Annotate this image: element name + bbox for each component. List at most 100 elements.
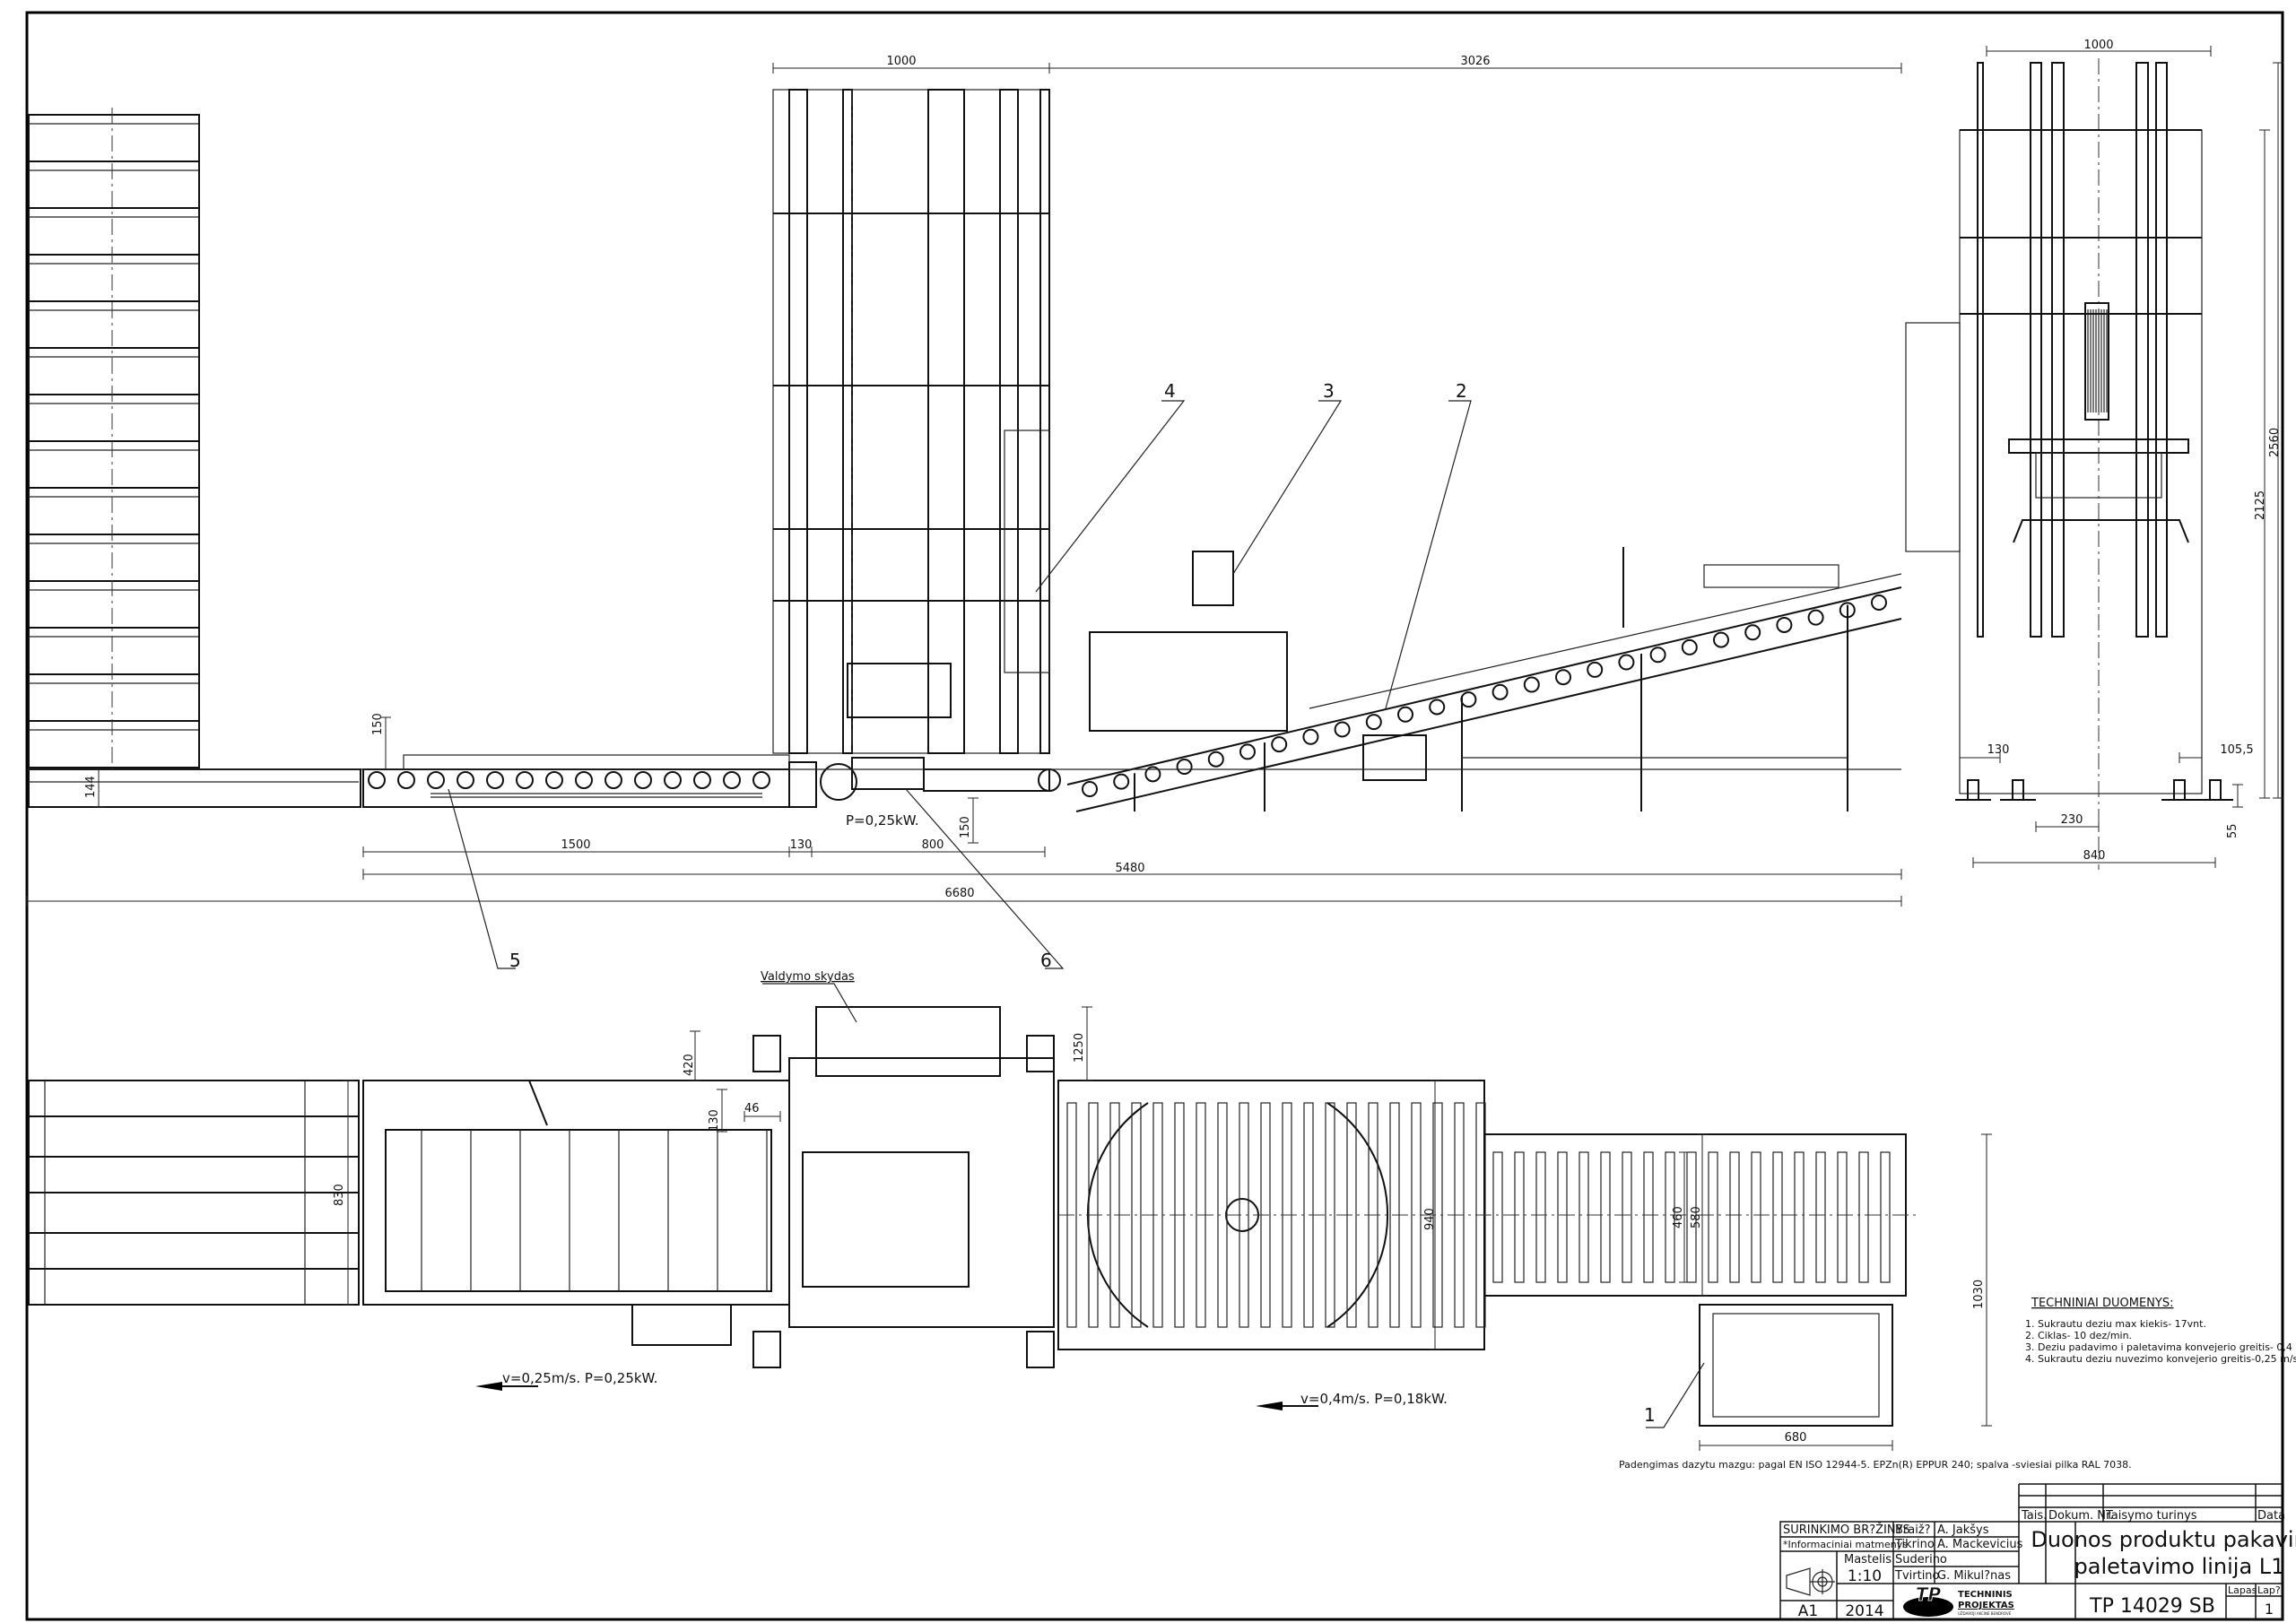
role-label: Braiž? xyxy=(1895,1523,1931,1537)
table-roller xyxy=(1131,1102,1142,1328)
tower-column xyxy=(842,89,853,754)
conveyor-roller xyxy=(486,771,504,789)
dim-pallet-height: 144 xyxy=(84,776,98,798)
part-balloons: 1 2 3 4 5 6 xyxy=(509,380,1656,1426)
direction-arrow-icon xyxy=(1256,1402,1283,1410)
incline-roller xyxy=(1271,736,1288,753)
rev-header-dokum: Dokum. Nr. xyxy=(2048,1509,2113,1523)
balloon-5: 5 xyxy=(509,950,521,971)
infeed-roller xyxy=(1815,1151,1826,1283)
dim-end-foot: 55 xyxy=(2226,823,2239,838)
pallet xyxy=(28,768,361,808)
tower-column xyxy=(788,89,808,754)
stacked-crate xyxy=(28,394,200,442)
infeed-roller xyxy=(1751,1151,1761,1283)
crate-inner xyxy=(1712,1313,1880,1418)
role-label: Tikrino xyxy=(1894,1538,1935,1551)
end-column xyxy=(2135,62,2149,638)
incline-roller xyxy=(1113,773,1130,790)
stacked-crate xyxy=(28,440,200,489)
dim-height-left: 150 xyxy=(371,713,385,735)
motor-power-label: P=0,25kW. xyxy=(846,812,919,829)
infeed-roller xyxy=(1535,1151,1546,1283)
lift-table xyxy=(802,1151,970,1288)
incline-conveyor xyxy=(1075,618,1902,812)
end-column xyxy=(1977,62,1984,638)
end-view xyxy=(1905,58,2233,870)
motor-housing xyxy=(1089,631,1288,732)
infeed-roller xyxy=(1622,1151,1632,1283)
incline-roller xyxy=(1429,699,1446,716)
role-label: Suderino xyxy=(1895,1553,1947,1567)
leveling-foot xyxy=(2173,779,2186,801)
role-name: A. Jakšys xyxy=(1937,1523,1989,1537)
stacked-crate xyxy=(28,627,200,675)
dim-plan-46: 46 xyxy=(744,1102,760,1115)
incline-roller xyxy=(1397,706,1413,723)
role-label: Tvirtino xyxy=(1894,1569,1940,1583)
dim-out-conveyor: 1500 xyxy=(561,838,590,852)
guide xyxy=(1004,430,1050,673)
corner-post xyxy=(752,1035,781,1072)
dim-end-half-width: 230 xyxy=(2061,813,2083,827)
guard-rail xyxy=(403,754,790,770)
balloon-2: 2 xyxy=(1456,380,1467,402)
upper-frame xyxy=(1703,564,1839,588)
stacked-crate xyxy=(28,161,200,209)
dim-end-height-frame: 2125 xyxy=(2254,490,2267,520)
end-column xyxy=(2030,62,2042,638)
incline-roller xyxy=(1334,721,1351,738)
infeed-roller xyxy=(1858,1151,1869,1283)
dim-total-length: 6680 xyxy=(944,887,974,900)
dim-plan-680: 680 xyxy=(1785,1431,1807,1445)
dim-end-base-width: 840 xyxy=(2083,849,2106,863)
plan-dimension-labels: Valdymo skydas 420 130 46 1250 830 940 4… xyxy=(333,970,1986,1445)
conveyor-roller xyxy=(457,771,474,789)
incline-conveyor xyxy=(1066,586,1902,785)
incline-roller xyxy=(1302,728,1319,745)
dim-plan-460: 460 xyxy=(1672,1206,1685,1228)
leveling-foot xyxy=(2209,779,2222,801)
transfer-conveyor xyxy=(923,768,1050,792)
incline-roller xyxy=(1681,638,1698,655)
sheets-value: 1 xyxy=(2265,1601,2274,1618)
dimension-lines xyxy=(26,46,2283,1451)
dim-plan-940: 940 xyxy=(1423,1208,1437,1230)
gear-motor xyxy=(851,757,925,790)
conveyor-roller xyxy=(604,771,622,789)
sheet-label: Lapas xyxy=(2228,1584,2257,1596)
incline-roller xyxy=(1871,595,1887,611)
conveyor-roller xyxy=(634,771,652,789)
title-block-grid xyxy=(1779,1483,2283,1620)
incline-roller xyxy=(1365,714,1382,731)
dim-plan-830: 830 xyxy=(333,1184,346,1206)
projection-symbol-icon xyxy=(1786,1567,1835,1596)
motor-2 xyxy=(1362,734,1427,781)
corner-post xyxy=(1026,1035,1055,1072)
role-name: G. Mikul?nas xyxy=(1937,1569,2011,1583)
stacked-crate xyxy=(28,347,200,395)
dim-end-right-offset: 105,5 xyxy=(2220,743,2253,757)
conveyor-roller xyxy=(516,771,534,789)
control-panel-label: Valdymo skydas xyxy=(761,970,855,984)
incline-roller xyxy=(1239,743,1256,760)
dim-plan-1030: 1030 xyxy=(1972,1280,1986,1309)
plan-view xyxy=(28,983,1919,1428)
dim-end-width-top: 1000 xyxy=(2083,39,2113,52)
stacked-crate xyxy=(28,207,200,256)
infeed-roller xyxy=(1600,1151,1611,1283)
tech-data-item: 3. Deziu padavimo i paletavima konvejeri… xyxy=(2025,1341,2296,1353)
end-column xyxy=(2155,62,2168,638)
drawing-frame xyxy=(25,11,2284,1621)
side-dimension-labels: 1000 3026 1500 130 800 5480 6680 150 144… xyxy=(84,55,1491,900)
rev-header-taisymo: Taisymo turinys xyxy=(2105,1509,2197,1523)
incline-roller xyxy=(1555,669,1571,686)
rev-header-tais: Tais. xyxy=(2021,1509,2047,1523)
corner-post xyxy=(752,1331,781,1368)
coating-note: Padengimas dazytu mazgu: pagal EN ISO 12… xyxy=(1619,1459,2132,1471)
drawing-title-line2: paletavimo linija L1 xyxy=(2074,1554,2285,1579)
drive-unit xyxy=(788,761,817,808)
incline-roller xyxy=(1776,616,1793,633)
stacked-crate xyxy=(28,580,200,629)
